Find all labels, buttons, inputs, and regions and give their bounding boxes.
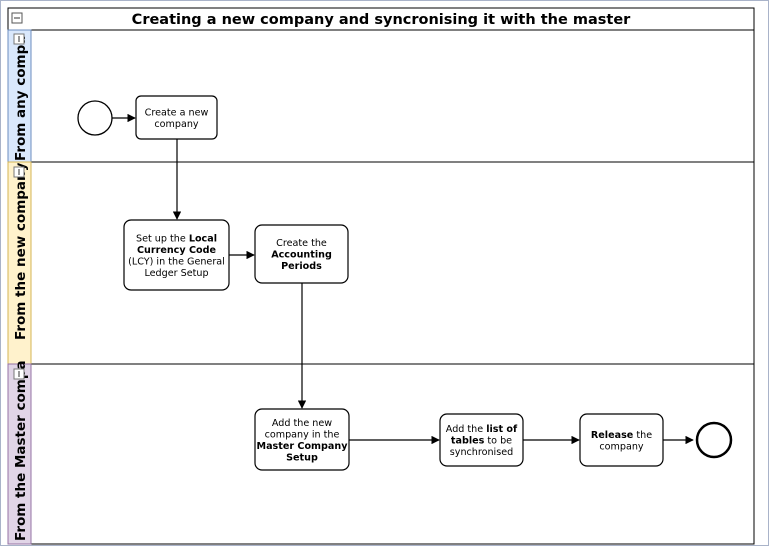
node-text-bold: Master Company <box>257 441 349 452</box>
node-text-run: Ledger Setup <box>144 268 208 279</box>
lane-any-company: From any compa <box>7 29 755 163</box>
node-text-run: to be <box>484 436 512 447</box>
node-text-run: (LCY) in the General <box>128 256 225 267</box>
flow-edges <box>112 113 694 445</box>
node-text-bold: list of <box>486 424 518 435</box>
node-text-run: company <box>154 119 199 130</box>
node-text-line: company <box>599 441 644 452</box>
node-text-line: Release the <box>591 430 652 441</box>
node-text-line: Create the <box>276 238 327 249</box>
node-text-run: Add the <box>446 424 486 435</box>
node-text-line: Accounting <box>271 250 332 261</box>
lane-header-master-company <box>7 363 32 545</box>
node-text-line: Master Company <box>257 441 349 452</box>
node-text-bold: tables <box>451 436 485 447</box>
pool-title: Creating a new company and syncronising … <box>132 12 631 28</box>
lane-label-master-company: From the Master compa <box>13 360 29 541</box>
node-text-bold: Currency Code <box>137 245 216 256</box>
node-text-line: synchronised <box>450 447 513 458</box>
node-text-bold: Release <box>591 430 634 441</box>
node-text-line: (LCY) in the General <box>128 256 225 267</box>
node-text-line: Add the list of <box>446 424 518 435</box>
lane-collapse-icon[interactable] <box>13 368 25 380</box>
node-text-line: Setup <box>286 452 318 463</box>
node-text-line: company <box>154 119 199 130</box>
lane-label-any-company: From any compa <box>13 36 29 161</box>
lane-new-company: From the new company <box>7 161 755 365</box>
end-event <box>695 421 733 459</box>
node-text-run: synchronised <box>450 447 513 458</box>
node-text-bold: Setup <box>286 452 318 463</box>
lane-collapse-icon[interactable] <box>13 166 25 178</box>
node-text-line: company in the <box>265 429 340 440</box>
node-text-line: Create a new <box>145 107 209 118</box>
node-text-line: tables to be <box>451 436 512 447</box>
node-text-line: Currency Code <box>137 245 216 256</box>
node-text-line: Periods <box>281 261 322 272</box>
node-text-run: Create the <box>276 238 327 249</box>
node-text-run: Add the new <box>272 418 332 429</box>
node-text-run: Set up the <box>136 233 189 244</box>
lane-label-new-company: From the new company <box>13 162 29 340</box>
node-text-run: company in the <box>265 429 340 440</box>
node-text-bold: Local <box>189 233 217 244</box>
node-text-line: Set up the Local <box>136 233 217 244</box>
node-text-line: Ledger Setup <box>144 268 208 279</box>
node-text-bold: Accounting <box>271 250 332 261</box>
node-text-line: Add the new <box>272 418 332 429</box>
pool-collapse-button[interactable] <box>11 12 23 24</box>
node-text-run: Create a new <box>145 107 209 118</box>
node-text-run: the <box>633 430 652 441</box>
lane-collapse-icon[interactable] <box>13 33 25 45</box>
start-event <box>77 100 113 136</box>
node-text-bold: Periods <box>281 261 322 272</box>
node-text-run: company <box>599 441 644 452</box>
pool-header: Creating a new company and syncronising … <box>7 7 755 31</box>
